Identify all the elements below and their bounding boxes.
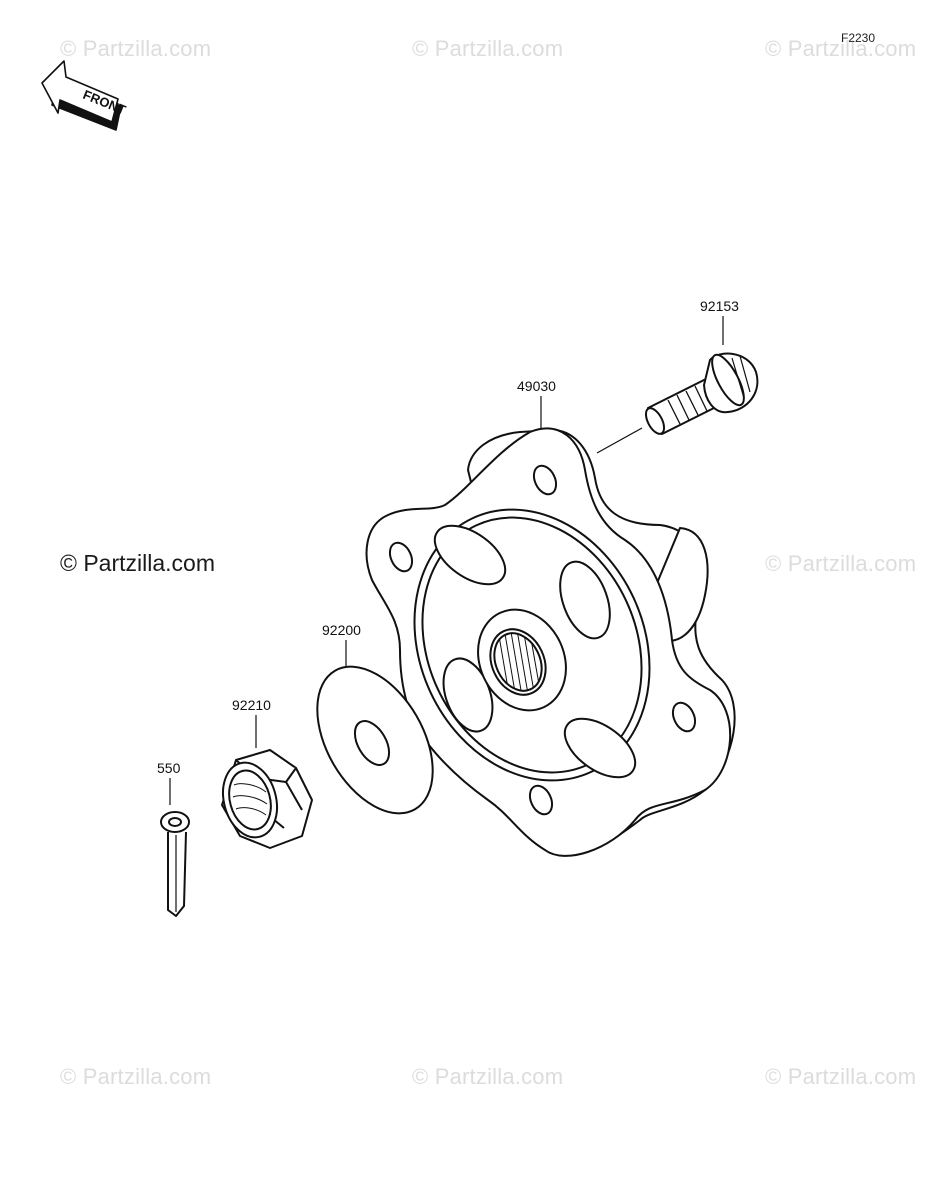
part-number-92153: 92153 bbox=[700, 298, 739, 314]
watermark: © Partzilla.com bbox=[765, 551, 917, 576]
watermark: © Partzilla.com bbox=[412, 1064, 564, 1089]
front-arrow-icon: FRONT bbox=[41, 60, 128, 131]
axle-nut-92210 bbox=[221, 749, 313, 849]
figure-code: F2230 bbox=[841, 31, 876, 45]
watermark: © Partzilla.com bbox=[765, 1064, 917, 1089]
part-number-49030: 49030 bbox=[517, 378, 556, 394]
rear-hub-49030 bbox=[365, 427, 736, 857]
watermark-strong: © Partzilla.com bbox=[60, 550, 215, 576]
part-number-550: 550 bbox=[157, 760, 181, 776]
wheel-stud-92153 bbox=[644, 352, 759, 435]
watermark: © Partzilla.com bbox=[412, 36, 564, 61]
watermark: © Partzilla.com bbox=[60, 1064, 212, 1089]
washer-92200 bbox=[316, 665, 434, 815]
watermark: © Partzilla.com bbox=[60, 36, 212, 61]
cotter-pin-550 bbox=[160, 811, 190, 917]
watermark: © Partzilla.com bbox=[765, 36, 917, 61]
part-number-92200: 92200 bbox=[322, 622, 361, 638]
part-number-92210: 92210 bbox=[232, 697, 271, 713]
